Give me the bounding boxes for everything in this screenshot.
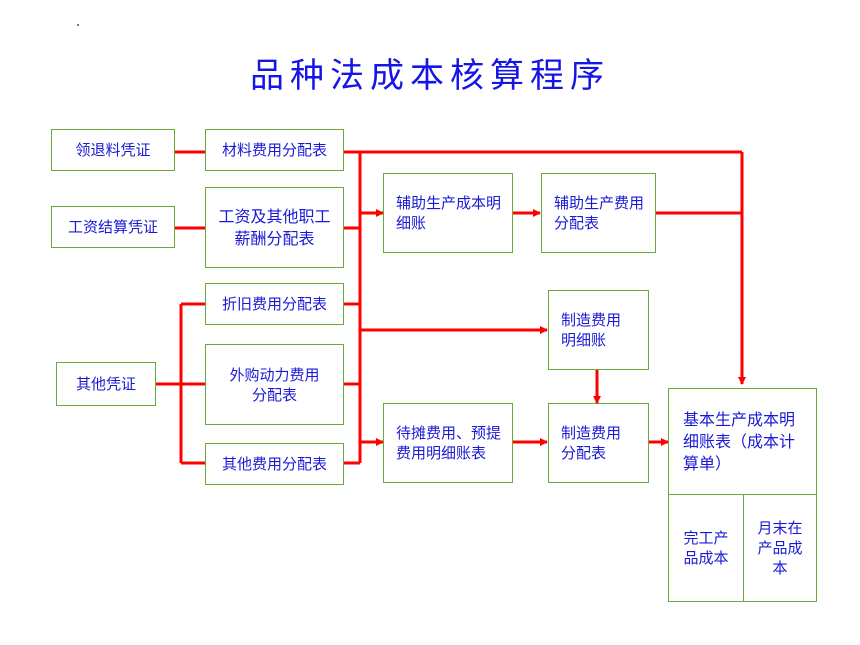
node-zhejiu-fenpeibiao: 折旧费用分配表 (205, 283, 344, 325)
node-label: 材料费用分配表 (221, 141, 327, 159)
node-zhizao-fenpeibiao: 制造费用分配表 (548, 403, 649, 483)
page-title: 品种法成本核算程序 (250, 56, 610, 96)
node-qita-pingzheng: 其他凭证 (56, 362, 156, 406)
node-fuzhu-fenpeibiao: 辅助生产费用分配表 (541, 173, 656, 253)
node-label: 其他费用分配表 (221, 455, 327, 473)
node-label: 其他凭证 (75, 375, 136, 393)
node-yuemo-zaichanpin-chengben: 月末在产品成本 (743, 494, 817, 602)
node-waigou-dongli-fenpeibiao: 外购动力费用分配表 (205, 344, 344, 425)
node-qita-fenpeibiao: 其他费用分配表 (205, 443, 344, 485)
node-label: 完工产品成本 (683, 529, 729, 567)
node-jiben-chengben-mingxizhang: 基本生产成本明细账表（成本计算单） (668, 388, 817, 495)
node-label: 外购动力费用分配表 (229, 365, 320, 404)
node-wangong-chanpin-chengben: 完工产品成本 (668, 494, 744, 602)
node-gongzi-jiesuan-pingzheng: 工资结算凭证 (51, 206, 175, 248)
node-label: 月末在产品成本 (757, 519, 803, 577)
node-label: 工资及其他职工薪酬分配表 (218, 206, 331, 248)
node-label: 制造费用明细账 (561, 311, 622, 349)
node-zhizao-mingxizhang: 制造费用明细账 (548, 290, 649, 370)
node-cailiao-fenpeibiao: 材料费用分配表 (205, 129, 344, 171)
node-label: 工资结算凭证 (67, 218, 158, 236)
node-label: 领退料凭证 (75, 141, 151, 159)
node-label: 辅助生产费用分配表 (554, 194, 645, 232)
node-label: 基本生产成本明细账表（成本计算单） (683, 409, 796, 473)
node-lingtui-pingzheng: 领退料凭证 (51, 129, 175, 171)
node-label: 制造费用分配表 (561, 424, 622, 462)
node-label: 辅助生产成本明细账 (396, 194, 502, 232)
node-gongzi-xinchou-fenpeibiao: 工资及其他职工薪酬分配表 (205, 187, 344, 268)
node-label: 折旧费用分配表 (221, 295, 327, 313)
node-label: 待摊费用、预提费用明细账表 (396, 424, 502, 462)
node-fuzhu-chengben-mingxizhang: 辅助生产成本明细账 (383, 173, 513, 253)
stray-dot (77, 24, 79, 26)
node-daitan-yuti-mingxizhang: 待摊费用、预提费用明细账表 (383, 403, 513, 483)
